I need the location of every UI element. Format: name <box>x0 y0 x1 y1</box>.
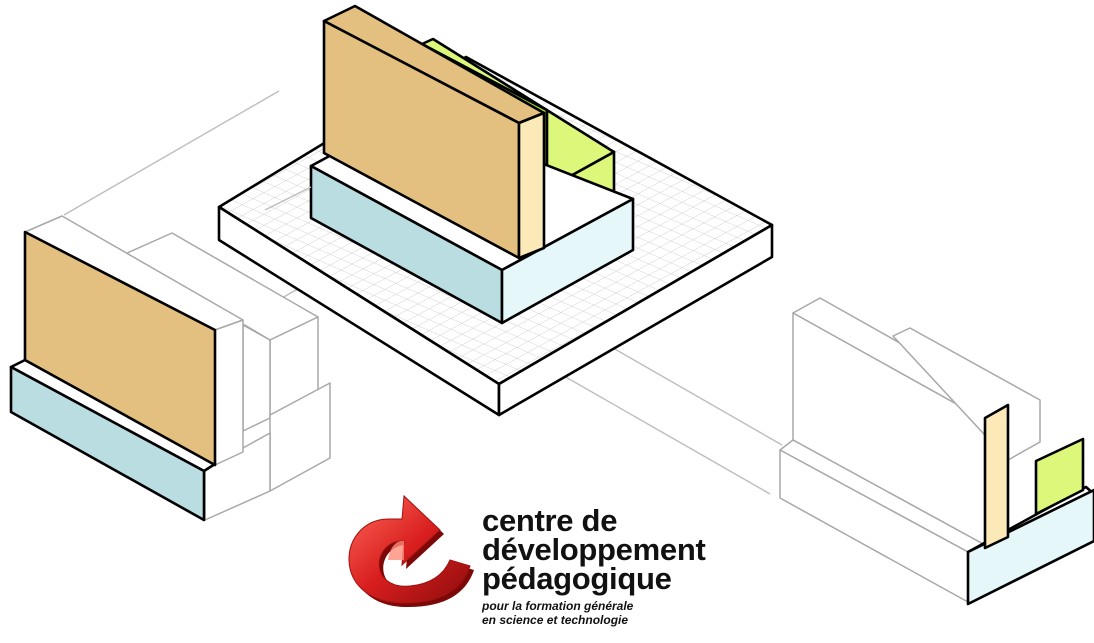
tan-wall-side <box>517 111 546 260</box>
logo-line-3: pédagogique <box>482 561 672 596</box>
left-tan-wall <box>23 230 217 467</box>
left-tray-front <box>9 365 206 522</box>
logo-line-1: centre de <box>482 503 618 538</box>
logo-line-2: développement <box>482 532 706 567</box>
right-assembly <box>779 297 1094 606</box>
guide-line <box>556 371 771 495</box>
cdp-logo-mark <box>348 494 474 608</box>
guide-line <box>264 186 312 211</box>
right-green-block <box>1034 437 1085 516</box>
left-faint-block-front <box>242 324 271 432</box>
left-assembly <box>9 215 331 522</box>
logo-tagline-1: pour la formation générale <box>482 599 634 613</box>
logo-swirl <box>348 494 471 604</box>
right-tray-side <box>966 488 1094 606</box>
grid-plate-right-face <box>497 223 774 417</box>
guide-line <box>63 90 280 216</box>
logo-tagline-2: en science et technologie <box>482 613 629 627</box>
logo-wordmark: centre de développement pédagogique pour… <box>482 503 706 627</box>
right-tan-wall-edge <box>983 403 1010 550</box>
tray-side-face <box>500 197 635 325</box>
logo-swirl-inner <box>388 540 404 560</box>
left-faint-wall-side <box>214 319 244 466</box>
center-assembly <box>217 4 774 417</box>
